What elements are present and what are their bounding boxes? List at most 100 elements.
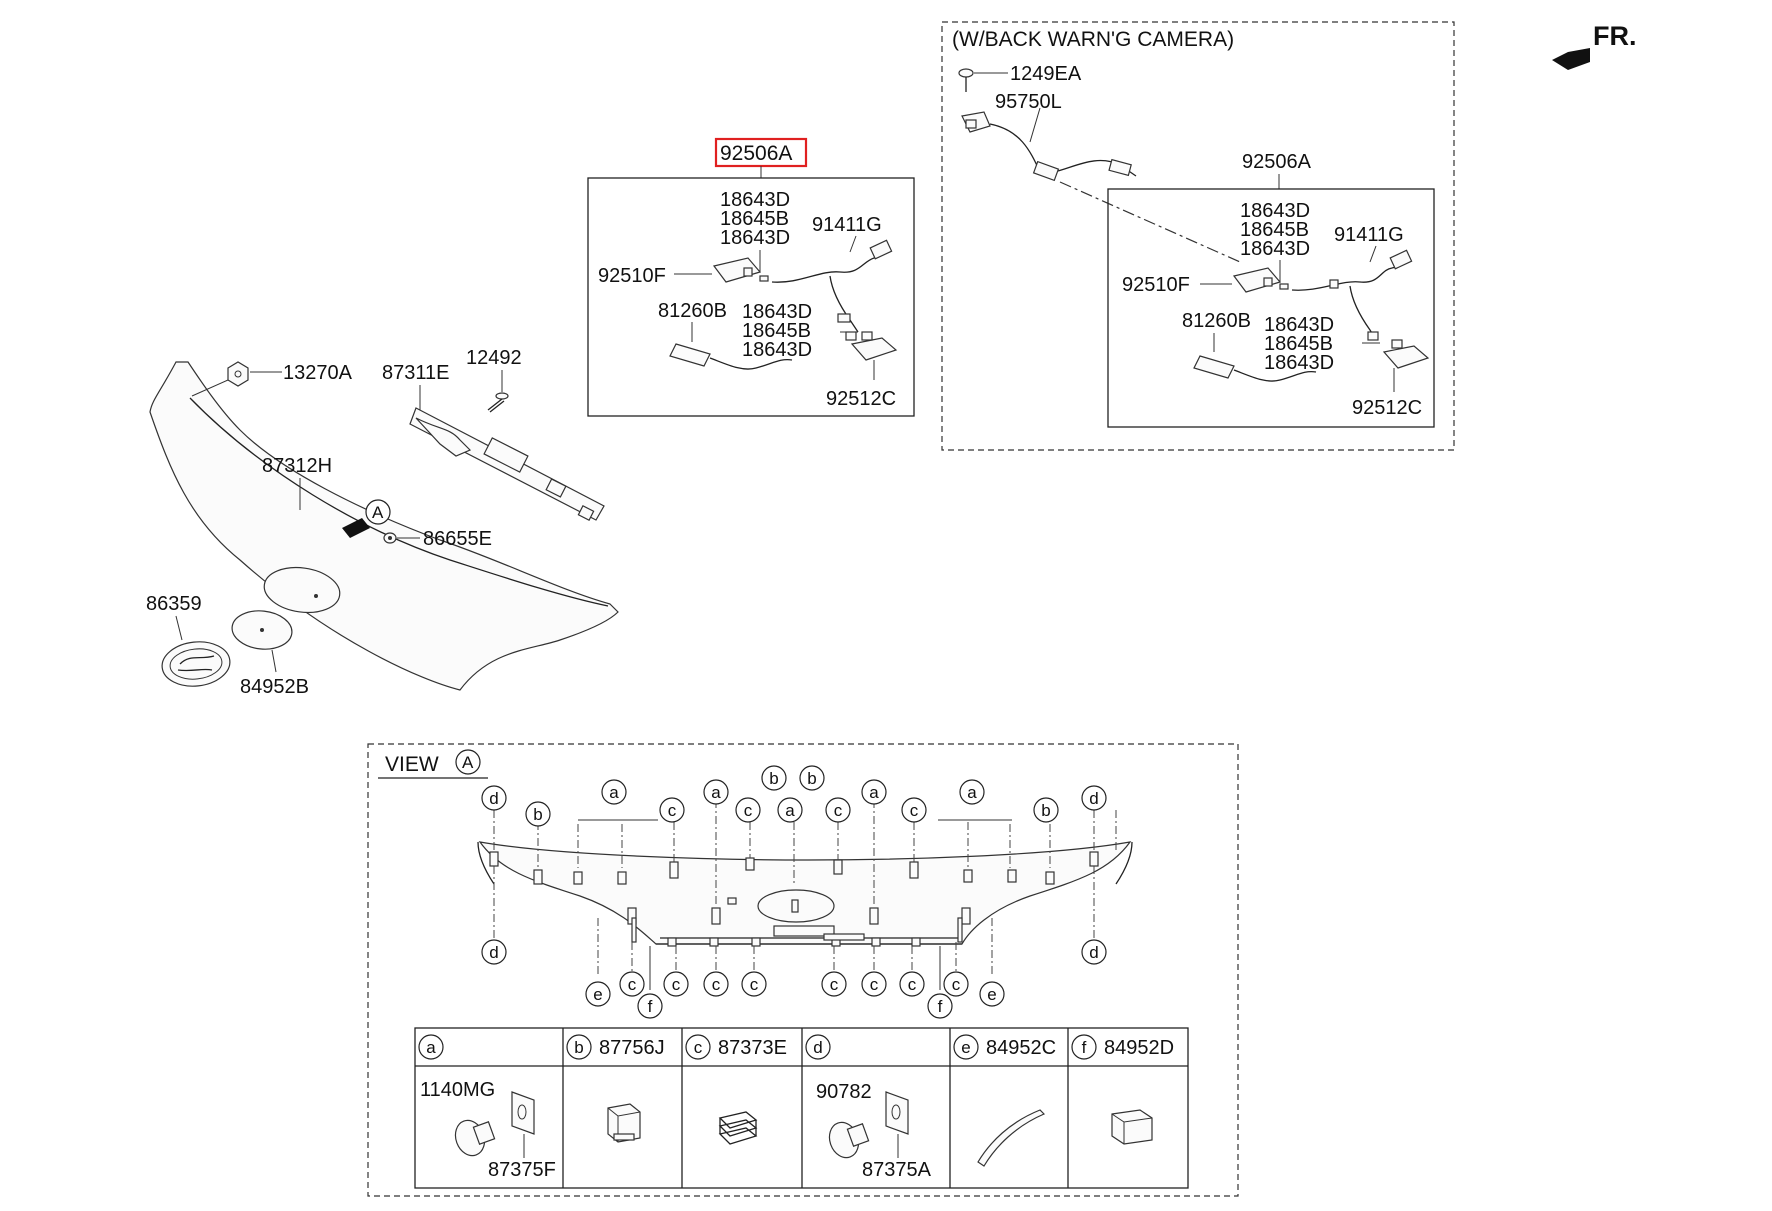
view-a-leaders [493, 800, 1117, 990]
view-a-callout-bottom-letter: c [830, 975, 839, 994]
pad-icon [511, 1091, 535, 1158]
view-a-frame [367, 743, 1239, 1197]
view-a-callout-bottom: e [979, 981, 1005, 1007]
view-a-callout-bottom-letter: e [593, 985, 602, 1004]
label-lamp-left-main: 92510F [598, 265, 666, 287]
view-a-callout-bottom: e [585, 981, 611, 1007]
assembly-box-main [587, 177, 915, 417]
pad-icon [885, 1091, 909, 1158]
bracket-icon [409, 407, 605, 521]
bulb-icon [759, 275, 769, 282]
license-lamp-assembly-group: 92506A 18643D 18645B 18643D 91411G 92510… [587, 137, 915, 417]
label-garnish: 87312H [262, 455, 332, 477]
wiring-harness-icon [1291, 249, 1413, 341]
legend-key-e: e [953, 1034, 979, 1060]
legend-key-d: d [805, 1034, 831, 1060]
legend-key-f-letter: f [1082, 1038, 1087, 1057]
clip-icon [383, 532, 397, 544]
camera-variant-title: (W/BACK WARN'G CAMERA) [952, 28, 1234, 51]
legend-key-f: f [1071, 1034, 1097, 1060]
label-bracket: 87311E [382, 362, 449, 384]
view-a-callout-top: c [901, 797, 927, 823]
view-a-marker [365, 499, 391, 525]
wiring-harness-icon [771, 239, 893, 341]
legend-header-c: 87373E [718, 1037, 787, 1059]
view-a-callout-top-letter: a [711, 783, 721, 802]
view-a-callout-bottom-letter: c [908, 975, 917, 994]
pad-block-icon [1111, 1109, 1153, 1145]
view-a-callout-top: a [959, 779, 985, 805]
label-bulb-e-camera: 18645B [1264, 333, 1333, 355]
arrow-left-icon [1552, 48, 1590, 70]
lens-icon [1193, 355, 1317, 382]
view-a-title-letter: A [462, 753, 474, 772]
label-lens-main: 81260B [658, 300, 727, 322]
view-a-callout-top-letter: b [769, 769, 778, 788]
view-a-callout-top: c [825, 797, 851, 823]
view-a-callout-bottom-letter: c [870, 975, 879, 994]
label-harness-main: 91411G [812, 214, 882, 236]
view-a-callout-top-letter: a [609, 783, 619, 802]
view-a-callout-top-letter: c [834, 801, 843, 820]
view-a-marker-letter: A [372, 503, 384, 522]
emblem-icon [161, 641, 231, 687]
view-a-callout-top-letter: d [1089, 789, 1098, 808]
view-a-callout-bottom: c [741, 971, 767, 997]
view-a-callout-top: c [659, 797, 685, 823]
view-a-callout-bottom: d [481, 939, 507, 965]
view-a-title: VIEW [385, 753, 439, 776]
tape-strip-icon [977, 1109, 1046, 1167]
label-bulb-b-main: 18645B [720, 208, 789, 230]
label-screw-camera: 1249EA [1010, 63, 1082, 85]
license-lamp-left-icon [1232, 267, 1282, 293]
view-a-callout-bottom: c [619, 971, 645, 997]
license-lamp-right-icon [850, 331, 898, 361]
camera-variant-frame [941, 21, 1455, 451]
label-bulb-a-camera: 18643D [1240, 200, 1310, 222]
label-lamp-left-camera: 92510F [1122, 274, 1190, 296]
label-bulb-b-camera: 18645B [1240, 219, 1309, 241]
view-a-callout-top-letter: b [1041, 801, 1050, 820]
legend-key-b: b [566, 1034, 592, 1060]
view-a-callout-top-letter: c [744, 801, 753, 820]
push-pin-icon [454, 1119, 496, 1157]
view-a-callout-bottom: c [663, 971, 689, 997]
legend-header-b: 87756J [599, 1037, 665, 1059]
label-bulb-d-camera: 18643D [1264, 314, 1334, 336]
label-lens-camera: 81260B [1182, 310, 1251, 332]
view-a-callout-bottom-letter: c [628, 975, 637, 994]
legend-d-part-1: 90782 [816, 1081, 872, 1103]
view-a-callout-bottom-letter: f [938, 997, 943, 1016]
bolt-icon [487, 392, 509, 413]
view-a-callout-top: a [601, 779, 627, 805]
view-a-title-marker [455, 749, 481, 775]
nut-icon [227, 361, 249, 387]
assembly-box-camera [1107, 188, 1435, 428]
view-a-callout-top-letter: c [668, 801, 677, 820]
view-a-callout-top-letter: d [489, 789, 498, 808]
view-a-callout-top: b [799, 765, 825, 791]
screw-icon [958, 68, 974, 92]
view-a-callout-top: a [861, 779, 887, 805]
label-lamp-right-camera: 92512C [1352, 397, 1422, 419]
arrow-left-icon [342, 518, 370, 538]
view-a-callout-bottom: c [703, 971, 729, 997]
legend-key-c-letter: c [694, 1038, 703, 1057]
label-nut: 13270A [283, 362, 353, 384]
view-a-callout-top-letter: a [869, 783, 879, 802]
view-a-callout-top: a [777, 797, 803, 823]
legend-key-d-letter: d [813, 1038, 822, 1057]
legend-key-e-letter: e [961, 1038, 970, 1057]
label-bulb-a-main: 18643D [720, 189, 790, 211]
view-a-callout-top: a [703, 779, 729, 805]
view-a-callout-top-letter: a [967, 783, 977, 802]
legend-a-part-2: 87375F [488, 1159, 556, 1181]
front-label: FR. [1593, 21, 1637, 51]
clip-positions [489, 851, 1099, 947]
bulb-icon [1279, 283, 1289, 290]
license-lamp-right-icon [1382, 339, 1430, 369]
label-assembly-main[interactable]: 92506A [720, 142, 792, 165]
view-a-callout-bottom: c [821, 971, 847, 997]
